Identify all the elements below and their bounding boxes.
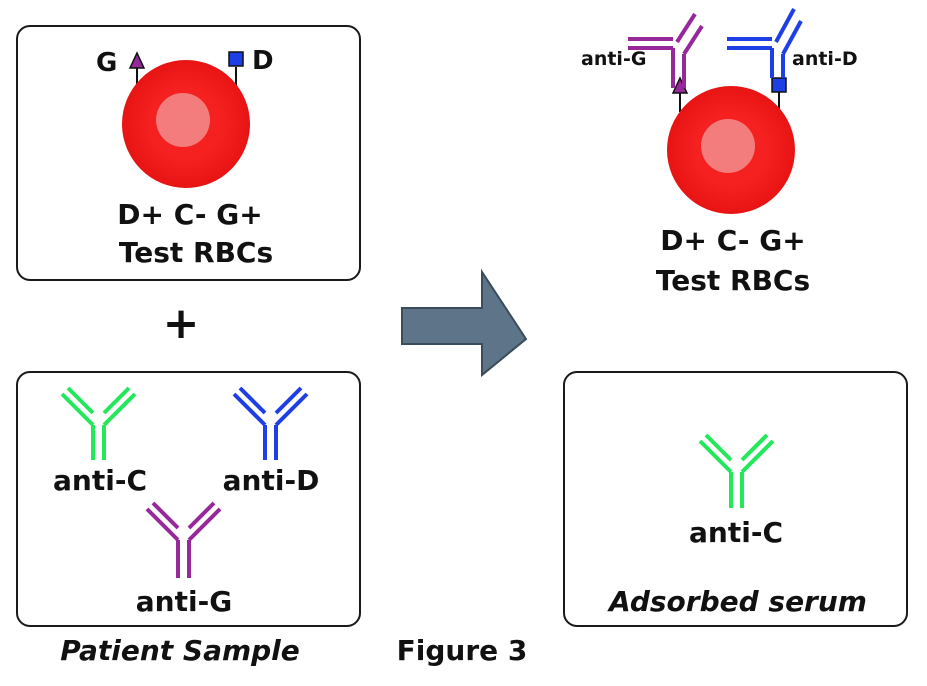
antigen-d-label: D	[252, 46, 274, 76]
anti-g-label: anti-G	[135, 585, 233, 618]
cell-type-label: Test RBCs	[118, 236, 274, 269]
red-blood-cell-left	[122, 51, 250, 188]
bound-anti-d-label: anti-D	[792, 48, 858, 70]
cell-core	[701, 119, 755, 173]
patient-sample-caption: Patient Sample	[60, 634, 300, 667]
bound-anti-g-antibody-icon	[628, 12, 704, 88]
antigen-g-triangle-icon	[128, 51, 146, 69]
adsorbed-anti-c-label: anti-C	[689, 516, 783, 549]
antigen-d-square-icon	[228, 51, 244, 67]
anti-c-label: anti-C	[53, 464, 147, 497]
cell-type-label-right: Test RBCs	[655, 264, 811, 297]
anti-d-antibody-icon	[232, 386, 309, 460]
cell-core	[156, 93, 210, 147]
red-blood-cell-right	[628, 8, 803, 214]
adsorbed-anti-c-antibody-icon	[698, 433, 775, 508]
patient-sample-box	[16, 371, 361, 627]
adsorbed-serum-box	[563, 371, 908, 627]
anti-d-label: anti-D	[222, 464, 320, 497]
cell-phenotype-label: D+ C- G+	[117, 198, 263, 231]
bound-anti-d-antibody-icon	[727, 8, 803, 78]
antigen-d-square-icon	[771, 77, 787, 93]
figure-label: Figure 3	[396, 634, 528, 667]
cell-phenotype-label-right: D+ C- G+	[660, 224, 806, 257]
process-arrow-icon	[401, 268, 528, 378]
bound-anti-g-label: anti-G	[581, 48, 647, 70]
anti-c-antibody-icon	[60, 386, 137, 460]
adsorbed-serum-caption: Adsorbed serum	[609, 585, 867, 618]
anti-g-antibody-icon	[145, 501, 222, 578]
plus-sign: +	[162, 298, 200, 349]
antigen-g-label: G	[96, 48, 118, 78]
